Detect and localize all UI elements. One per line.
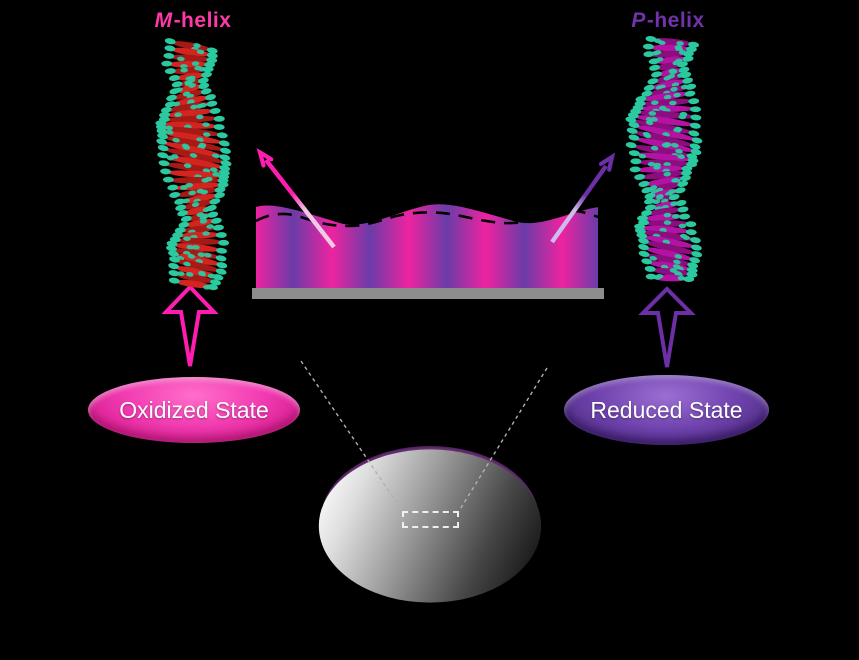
- purple-up-arrow-icon: [638, 286, 696, 368]
- p-helix-label-prefix: P: [631, 9, 646, 32]
- pink-diagonal-arrow-icon: [256, 148, 336, 249]
- film-surface-wave-line: [255, 202, 599, 225]
- film-midplane-dashed-line: [255, 209, 599, 228]
- chiral-film-graphic: [252, 202, 604, 299]
- oxidized-state-label: Oxidized State: [119, 396, 269, 423]
- film-substrate-bar: [252, 288, 604, 299]
- oxidized-state-badge: Oxidized State: [88, 377, 300, 443]
- p-helix-label-suffix: -helix: [646, 9, 705, 32]
- m-helix-label: M-helix: [118, 9, 268, 33]
- zoom-region-rect: [402, 511, 459, 528]
- m-helix-label-prefix: M: [154, 9, 173, 32]
- reduced-state-badge: Reduced State: [564, 375, 769, 445]
- m-helix-graphic: [155, 38, 232, 291]
- p-helix-label: P-helix: [593, 9, 743, 33]
- m-helix-label-suffix: -helix: [173, 9, 232, 32]
- pink-up-arrow-icon: [161, 284, 219, 367]
- p-helix-graphic: [625, 36, 703, 282]
- film-body: [256, 203, 598, 288]
- reduced-state-label: Reduced State: [590, 396, 743, 423]
- purple-diagonal-arrow-icon: [550, 152, 616, 244]
